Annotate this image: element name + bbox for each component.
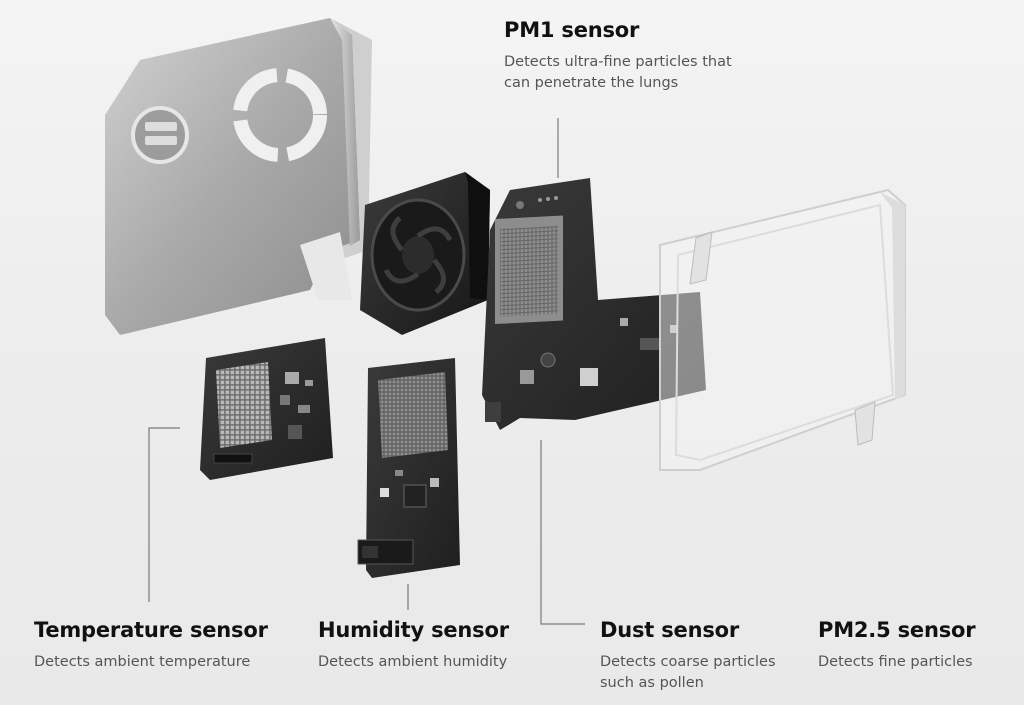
leader-lines xyxy=(148,118,585,625)
transparent-frame xyxy=(659,188,906,471)
humidity-sensor-title: Humidity sensor xyxy=(318,618,509,642)
pm1-sensor-label: PM1 sensor Detects ultra-fine particles … xyxy=(504,18,764,94)
main-pcb xyxy=(482,178,706,430)
dust-sensor-label: Dust sensor Detects coarse particles suc… xyxy=(600,618,810,694)
dust-sensor-description: Detects coarse particles such as pollen xyxy=(600,652,810,694)
temperature-sensor-title: Temperature sensor xyxy=(34,618,268,642)
temperature-sensor-description: Detects ambient temperature xyxy=(34,652,284,673)
dust-desc-line-2: such as pollen xyxy=(600,675,704,691)
temperature-desc-line-1: Detects ambient temperature xyxy=(34,654,251,670)
humidity-sensor-label: Humidity sensor Detects ambient humidity xyxy=(318,618,548,673)
pm25-sensor-label: PM2.5 sensor Detects fine particles xyxy=(818,618,1018,673)
metal-cover xyxy=(105,18,372,335)
temperature-sensor-board xyxy=(200,338,333,480)
humidity-sensor-board xyxy=(357,358,460,578)
leader-line-temperature xyxy=(148,427,180,602)
dust-desc-line-1: Detects coarse particles xyxy=(600,654,776,670)
dust-sensor-title: Dust sensor xyxy=(600,618,740,642)
pm1-desc-line-1: Detects ultra-fine particles that xyxy=(504,54,732,70)
pm25-sensor-description: Detects fine particles xyxy=(818,652,1018,673)
pm1-desc-line-2: can penetrate the lungs xyxy=(504,75,679,91)
humidity-desc-line-1: Detects ambient humidity xyxy=(318,654,508,670)
leader-line-dust xyxy=(540,440,585,625)
pm1-sensor-description: Detects ultra-fine particles that can pe… xyxy=(504,52,764,94)
humidity-sensor-description: Detects ambient humidity xyxy=(318,652,548,673)
pm25-desc-line-1: Detects fine particles xyxy=(818,654,973,670)
fan-module xyxy=(360,172,490,335)
pm25-sensor-title: PM2.5 sensor xyxy=(818,618,976,642)
pm1-sensor-title: PM1 sensor xyxy=(504,18,640,42)
temperature-sensor-label: Temperature sensor Detects ambient tempe… xyxy=(34,618,284,673)
